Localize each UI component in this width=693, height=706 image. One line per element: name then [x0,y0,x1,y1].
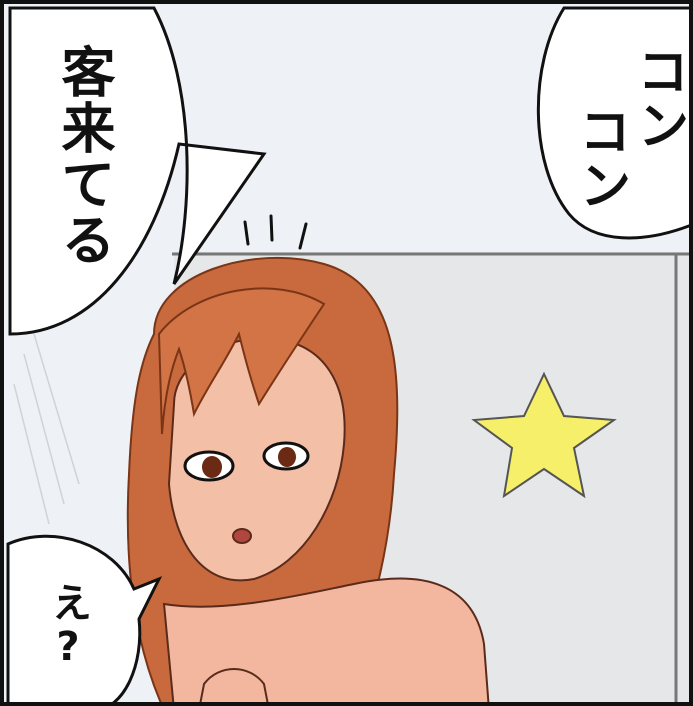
surprise-marks [243,214,308,250]
left-iris [202,456,222,478]
hair-fringe [157,287,326,435]
hand [199,668,269,702]
speech-bubble-bottom [6,534,163,702]
right-iris [278,447,296,467]
speech-text-left: 客来てる [52,44,115,268]
star-icon [471,371,617,499]
speech-bubble-left [8,6,267,336]
speech-text-right-col2: コン [570,104,630,212]
speech-text-bottom: え? [45,582,91,672]
comic-artwork [4,4,689,702]
shower-streaks [13,333,80,525]
mouth [232,528,252,544]
speech-bubble-right [536,6,689,240]
speech-text-right-col1: コン [628,44,688,152]
